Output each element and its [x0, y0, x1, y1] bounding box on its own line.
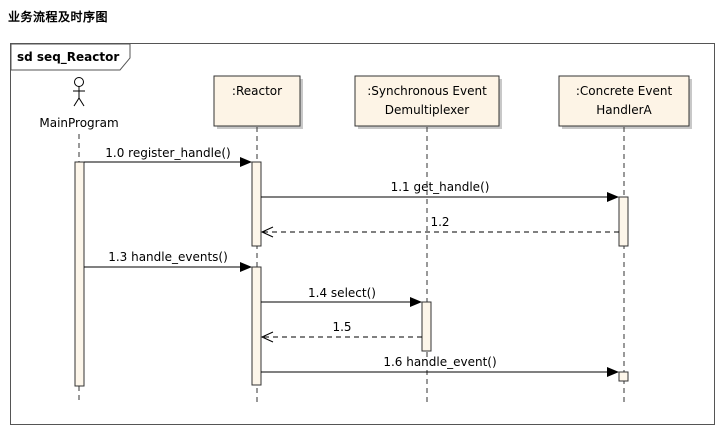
activation-demultiplexer [421, 301, 432, 352]
actor-right-leg [78, 97, 85, 107]
message-handle-event-arrowhead [607, 367, 619, 377]
message-handle-events-arrowhead [240, 262, 252, 272]
activation-reactor-2 [251, 266, 262, 386]
lifeline-demultiplexer[interactable]: :Synchronous Event Demultiplexer [354, 75, 502, 129]
actor-name: MainProgram [39, 116, 118, 130]
message-handle-event[interactable]: 1.6 handle_event() [261, 355, 619, 377]
message-handle-events[interactable]: 1.3 handle_events() [84, 250, 252, 272]
lifeline-handler-box [558, 75, 690, 127]
message-return-1-2-arrowhead [260, 226, 274, 238]
activation-handler-2 [618, 371, 629, 382]
message-handle-events-label: 1.3 handle_events() [108, 250, 228, 264]
activation-handler-1 [618, 196, 629, 247]
message-return-1-2-label: 1.2 [430, 215, 449, 229]
actor-left-leg [73, 97, 80, 107]
actor-head-icon [74, 77, 84, 87]
message-get-handle-arrowhead [607, 192, 619, 202]
lifeline-reactor[interactable]: :Reactor [213, 75, 303, 129]
lifeline-handler-title-line1: :Concrete Event [576, 84, 673, 98]
lifeline-reactor-box [213, 75, 301, 127]
message-handle-event-label: 1.6 handle_event() [383, 355, 496, 369]
lifeline-handler[interactable]: :Concrete Event HandlerA [558, 75, 692, 129]
lifeline-demultiplexer-title-line2: Demultiplexer [385, 103, 470, 117]
message-return-1-2[interactable]: 1.2 [260, 215, 619, 238]
message-get-handle-label: 1.1 get_handle() [391, 180, 490, 194]
actor-mainprogram[interactable]: MainProgram [39, 77, 119, 131]
message-register-handle[interactable]: 1.0 register_handle() [84, 146, 252, 167]
lifeline-demultiplexer-box [354, 75, 500, 127]
lifeline-handler-title-line2: HandlerA [596, 103, 652, 117]
message-return-1-5-label: 1.5 [332, 320, 351, 334]
lifeline-demultiplexer-title-line1: :Synchronous Event [367, 84, 487, 98]
message-select[interactable]: 1.4 select() [261, 286, 422, 307]
frame-label: sd seq_Reactor [17, 50, 119, 65]
page-heading: 业务流程及时序图 [8, 10, 109, 24]
message-return-1-5-arrowhead [260, 331, 274, 343]
activation-actor [74, 161, 85, 387]
activation-reactor-1 [251, 161, 262, 247]
message-get-handle[interactable]: 1.1 get_handle() [261, 180, 619, 202]
message-register-handle-label: 1.0 register_handle() [105, 146, 230, 160]
message-select-label: 1.4 select() [308, 286, 376, 300]
message-return-1-5[interactable]: 1.5 [260, 320, 422, 343]
frame-label-tab [10, 43, 131, 71]
lifeline-reactor-title: :Reactor [232, 84, 282, 98]
message-select-arrowhead [410, 297, 422, 307]
sequence-frame [10, 43, 715, 425]
message-register-handle-arrowhead [240, 157, 252, 167]
